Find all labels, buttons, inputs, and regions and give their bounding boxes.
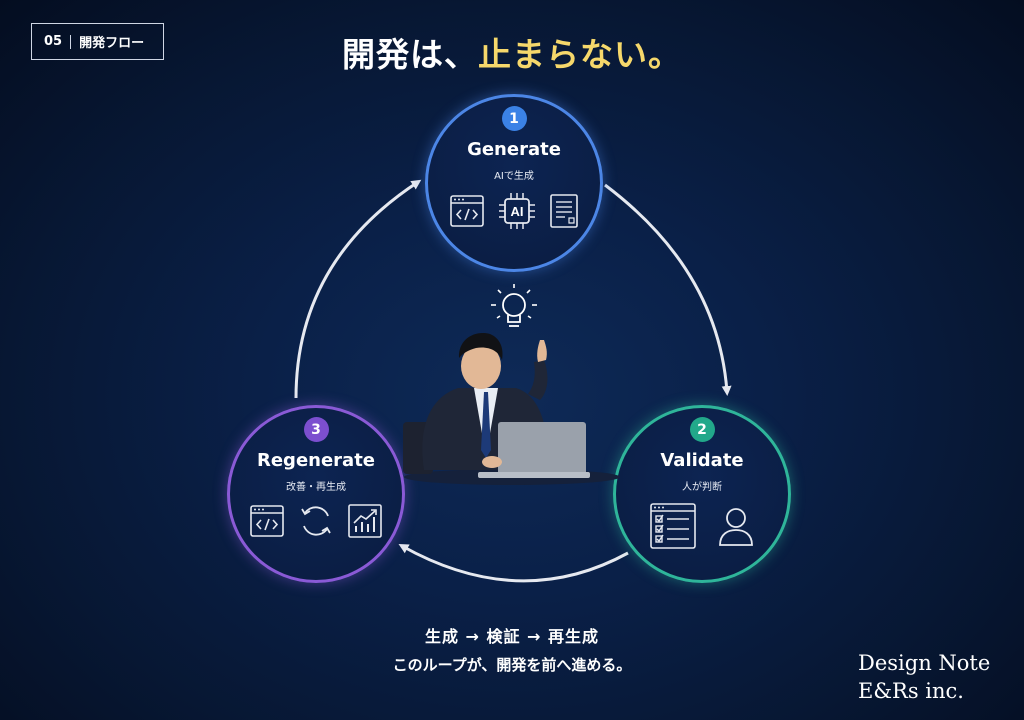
refresh-cycle-icon xyxy=(301,506,331,536)
step-number-badge: 1 xyxy=(501,106,527,131)
user-icon xyxy=(719,508,753,546)
document-icon xyxy=(550,194,578,228)
step-number-badge: 2 xyxy=(689,417,715,442)
code-window-icon xyxy=(250,505,284,537)
step-subtitle: 改善・再生成 xyxy=(286,482,346,493)
step-subtitle: 人が判断 xyxy=(682,482,722,493)
step-generate: 1 Generate AIで生成 AI xyxy=(425,94,603,272)
checklist-icon xyxy=(650,503,696,549)
section-label: 開発フロー xyxy=(79,36,145,51)
title-part-yellow: 止まらない。 xyxy=(478,35,682,74)
flow-steps-text: 生成 → 検証 → 再生成 xyxy=(424,627,600,646)
step-icons xyxy=(250,503,382,539)
lightbulb-icon xyxy=(491,284,537,327)
step-number-badge: 3 xyxy=(303,417,329,442)
brand-line-2: E&Rs inc. xyxy=(858,679,964,703)
arrow-validate-to-regenerate xyxy=(398,544,629,583)
step-icons xyxy=(650,503,754,549)
step-validate: 2 Validate 人が判断 xyxy=(613,405,791,583)
step-subtitle: AIで生成 xyxy=(494,171,534,182)
person-illustration xyxy=(403,284,620,485)
page-title: 開発は、止まらない。 xyxy=(0,28,1024,76)
ai-chip-icon: AI xyxy=(499,193,535,229)
flow-caption: このループが、開発を前へ進める。 xyxy=(392,656,632,674)
section-badge: 05 開発フロー xyxy=(31,23,164,60)
brand-line-1: Design Note xyxy=(858,651,991,675)
step-title: Regenerate xyxy=(256,450,376,471)
step-regenerate: 3 Regenerate 改善・再生成 xyxy=(227,405,405,583)
section-number: 05 xyxy=(44,34,63,49)
code-window-icon xyxy=(450,195,484,227)
step-icons: AI xyxy=(450,192,578,230)
step-title: Generate xyxy=(467,139,561,160)
brand-signature: Design Note E&Rs inc. xyxy=(858,649,990,705)
step-title: Validate xyxy=(660,450,744,471)
badge-divider xyxy=(70,34,72,49)
title-part-white: 開発は、 xyxy=(342,35,478,74)
growth-chart-icon xyxy=(348,504,382,538)
ai-chip-label: AI xyxy=(511,204,524,219)
